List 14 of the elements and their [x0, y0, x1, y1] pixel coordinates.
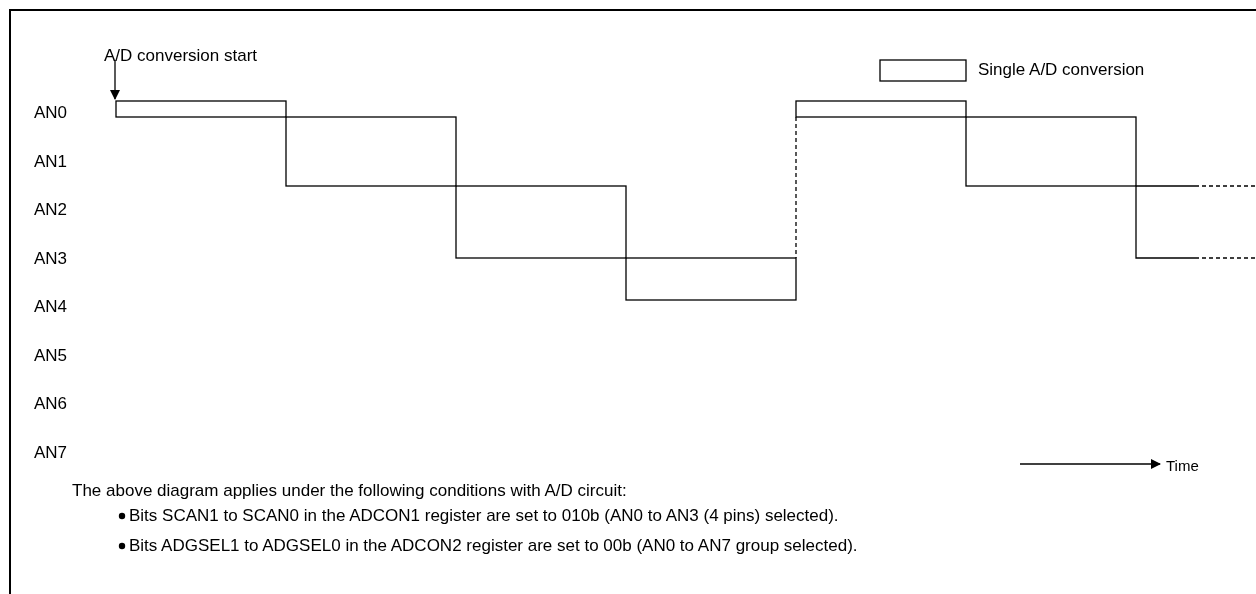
start-label: A/D conversion start: [104, 46, 258, 66]
condition-text: Bits SCAN1 to SCAN0 in the ADCON1 register are set to 010b (AN0 to AN3 (4 pins) selected).: [129, 506, 839, 526]
note-text: The above diagram applies under the following conditions with A/D circuit:: [72, 481, 627, 501]
channel-label: AN5: [34, 345, 68, 366]
condition-text: Bits ADGSEL1 to ADGSEL0 in the ADCON2 register are set to 00b (AN0 to AN7 group selected).: [129, 536, 858, 556]
channel-label: AN0: [34, 103, 68, 123]
legend-label: Single A/D conversion: [978, 60, 1145, 80]
channel-label: AN7: [34, 442, 68, 463]
channel-label: AN3: [34, 248, 68, 269]
time-label: Time: [1166, 456, 1199, 476]
channel-label: AN4: [34, 297, 68, 317]
channel-label: AN6: [34, 394, 68, 414]
channel-label: AN1: [34, 151, 68, 172]
channel-label: AN2: [34, 200, 68, 220]
